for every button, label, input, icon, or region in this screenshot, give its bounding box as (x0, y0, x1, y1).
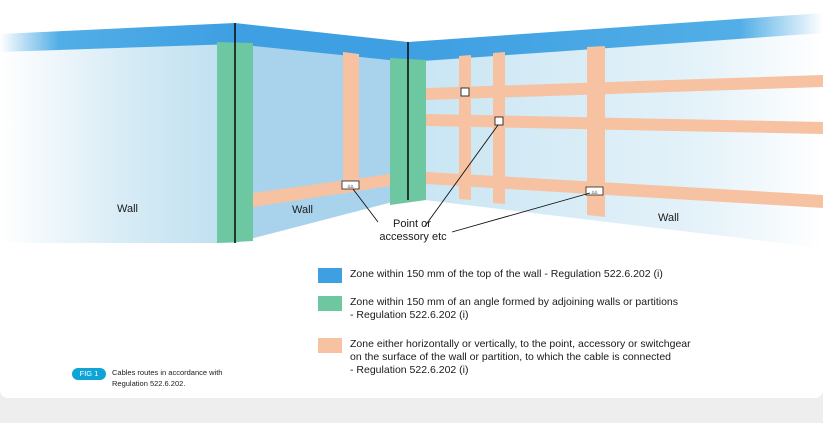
left-wall-label: Wall (117, 203, 138, 215)
accessory-socket-right (585, 186, 604, 196)
legend: Zone within 150 mm of the top of the wal… (318, 268, 788, 382)
legend-item-top-zone: Zone within 150 mm of the top of the wal… (318, 268, 788, 292)
figure-badge: FIG 1 (72, 368, 106, 380)
legend-text-top-zone: Zone within 150 mm of the top of the wal… (350, 268, 663, 280)
socket-icon: ▵▵ (591, 190, 597, 196)
callout-line-1: Point or (393, 218, 431, 230)
figure-caption: Cables routes in accordance with Regulat… (112, 368, 223, 388)
legend-text-corner-zone: Zone within 150 mm of an angle formed by… (350, 296, 679, 321)
figure-card: ▵▵ ▵▵ Wall Wall Wall Point or accessory … (0, 0, 823, 398)
cable-zone-right-horizontal-1 (426, 75, 823, 100)
leader-line-right (451, 192, 591, 233)
accessory-socket-middle (341, 180, 360, 190)
wall-zones-diagram: ▵▵ ▵▵ Wall Wall Wall Point or accessory … (0, 13, 823, 248)
top-zone-middle (235, 23, 408, 62)
callout-line-2: accessory etc (379, 231, 447, 243)
cable-zone-right-horizontal-3 (426, 172, 823, 208)
legend-swatch-orange (318, 338, 342, 353)
middle-wall (235, 27, 408, 243)
legend-swatch-blue (318, 268, 342, 283)
leader-line-upper (424, 124, 499, 227)
socket-icon: ▵▵ (347, 184, 353, 190)
left-wall (0, 27, 235, 243)
legend-swatch-green (318, 296, 342, 311)
legend-text-cable-zone: Zone either horizontally or vertically, … (350, 338, 691, 376)
cable-zone-right-horizontal-2 (426, 114, 823, 134)
legend-item-corner-zone: Zone within 150 mm of an angle formed by… (318, 292, 788, 338)
cable-zone-middle-vertical (343, 52, 359, 194)
top-zone-right (408, 13, 823, 62)
leader-line-middle (352, 188, 379, 223)
right-wall-label: Wall (658, 212, 679, 224)
middle-wall-label: Wall (292, 204, 313, 216)
accessory-point-upper (460, 87, 470, 97)
top-zone-left (0, 23, 235, 52)
legend-item-cable-zone: Zone either horizontally or vertically, … (318, 338, 788, 382)
accessory-point-lower (494, 116, 504, 126)
